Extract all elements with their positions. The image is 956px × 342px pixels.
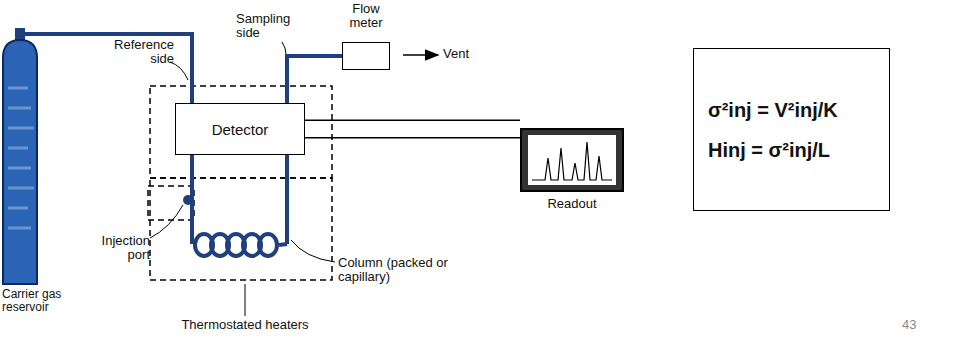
monitor-drawing xyxy=(520,128,624,192)
part-label: Injection port xyxy=(92,234,150,262)
column-coil xyxy=(192,155,287,256)
formula-text: Hinj = σ²inj/L xyxy=(708,137,875,163)
formula-box: σ²inj = V²inj/K Hinj = σ²inj/L xyxy=(693,48,890,211)
part-label: Flow meter xyxy=(328,2,404,30)
flow-meter: Flow meter xyxy=(328,2,404,72)
heater-label: Thermostated heaters xyxy=(150,318,340,332)
cylinder-drawing xyxy=(0,28,42,286)
vent-label: Vent xyxy=(443,47,483,61)
injection-port xyxy=(183,195,193,205)
detector-label: Detector xyxy=(212,121,269,138)
formula-text: σ²inj = V²inj/K xyxy=(708,97,875,123)
gas-tube xyxy=(287,56,342,103)
side-label: Sampling side xyxy=(236,12,302,40)
vent-arrow xyxy=(403,54,438,56)
thermostat-outline xyxy=(148,86,332,280)
part-label: Column (packed or capillary) xyxy=(338,256,450,284)
part-label: Carrier gas reservoir xyxy=(2,288,64,314)
gas-tube xyxy=(20,28,192,103)
readout-monitor: Readout xyxy=(520,128,628,220)
part-label: Readout xyxy=(520,196,624,211)
signal-wire xyxy=(305,120,520,137)
flow-meter-box xyxy=(342,42,390,70)
gas-cylinder: Carrier gas reservoir xyxy=(0,28,66,333)
detector-box: Detector xyxy=(175,103,305,155)
leader-lines xyxy=(150,42,335,316)
side-label: Reference side xyxy=(104,38,174,66)
page-number: 43 xyxy=(902,318,932,332)
